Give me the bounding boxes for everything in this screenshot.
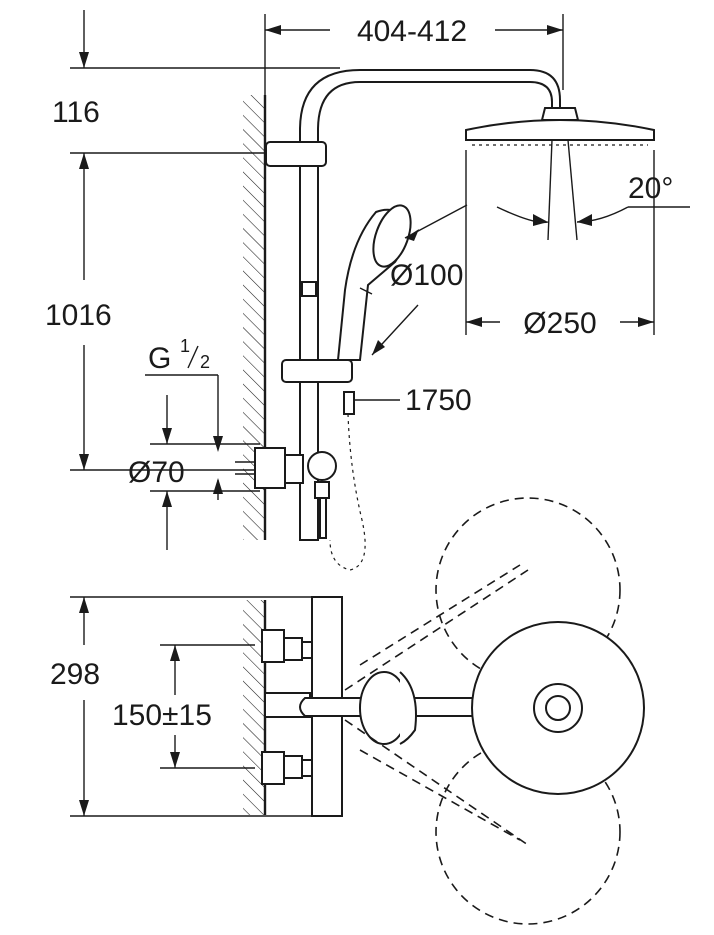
mixer-height-label: 298 (50, 658, 100, 691)
head-shower (465, 107, 655, 241)
swing-range-dashed (344, 497, 621, 925)
hand-shower: Ø100 (336, 204, 468, 361)
hand-shower-top-view (359, 671, 417, 745)
vertical-dimension-chain: 116 1016 (45, 10, 340, 471)
arm-reach-label: 404-412 (357, 15, 467, 48)
inlet-spacing-label: 150±15 (112, 699, 212, 732)
head-shower-diameter-label: Ø250 (523, 307, 596, 340)
top-height-label: 116 (52, 96, 100, 129)
inlet-thread-numerator: 1 (180, 336, 190, 356)
wall-connector (235, 447, 337, 539)
inlet-spacing-dimension: 150±15 (112, 644, 255, 769)
shower-hose (329, 413, 366, 571)
head-shower-diameter-dimension: Ø250 (465, 150, 655, 340)
head-shower-top-view (471, 621, 645, 795)
rail-height-label: 1016 (45, 299, 112, 332)
hand-shower-slider: 1750 (281, 359, 472, 417)
inlet-thread-denominator: 2 (200, 352, 210, 372)
spray-angle-label: 20° (628, 172, 673, 205)
flange-diameter-label: Ø70 (128, 456, 185, 489)
arm-reach-dimension: 404-412 (264, 14, 564, 95)
mixer-height-dimension: 298 (50, 596, 330, 817)
spray-angle-dimension: 20° (496, 172, 690, 226)
inlet-thread-letter: G (148, 342, 171, 375)
hand-shower-diameter-label: Ø100 (390, 259, 463, 292)
hose-length-label: 1750 (405, 384, 472, 417)
flange-diameter-dimension: Ø70 (128, 395, 260, 550)
